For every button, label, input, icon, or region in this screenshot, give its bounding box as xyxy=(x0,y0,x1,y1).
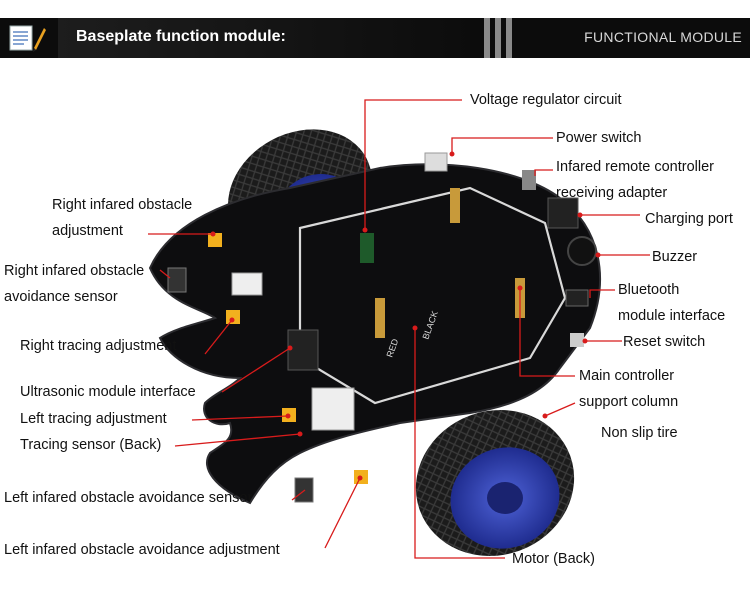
label-ir-remote-1: Infared remote controller xyxy=(556,159,714,175)
label-bluetooth-2: module interface xyxy=(618,308,726,324)
front-wheel xyxy=(415,410,575,556)
pointer-dots xyxy=(210,151,601,481)
reset-button-part xyxy=(570,333,584,347)
section-heading: FUNCTIONAL MODULE xyxy=(584,29,742,45)
label-main-controller-1: Main controller xyxy=(579,368,675,384)
support-column-3 xyxy=(450,188,460,223)
buzzer-part xyxy=(567,236,597,266)
capacitor-part xyxy=(360,233,374,263)
label-power-switch: Power switch xyxy=(556,130,642,146)
label-right-ir-adj-1: Right infared obstacle xyxy=(52,197,193,213)
header-banner: Baseplate function module: FUNCTIONAL MO… xyxy=(0,18,750,58)
chip-part xyxy=(287,329,319,371)
label-reset-switch: Reset switch xyxy=(623,334,706,350)
pointer-lines xyxy=(148,99,650,559)
bluetooth-header-part xyxy=(565,289,589,307)
label-charging-port: Charging port xyxy=(645,211,733,227)
label-motor-back: Motor (Back) xyxy=(512,551,595,567)
baseplate-board xyxy=(148,163,601,505)
label-main-controller-2: support column xyxy=(579,394,679,410)
page-title: Baseplate function module: xyxy=(76,28,286,45)
ultrasonic-header-part xyxy=(311,387,355,431)
power-switch-part xyxy=(424,152,448,172)
support-column-1 xyxy=(375,298,385,338)
connector-top-part xyxy=(231,272,263,296)
label-buzzer: Buzzer xyxy=(652,249,698,265)
label-tracing-sensor: Tracing sensor (Back) xyxy=(20,437,162,453)
label-ir-remote-2: receiving adapter xyxy=(556,185,668,201)
notepad-icon xyxy=(9,25,46,52)
ir-receiver-part xyxy=(522,170,536,190)
label-left-ir-sensor: Left infared obstacle avoidance sensor xyxy=(4,490,253,506)
right-ir-sensor-part xyxy=(167,267,187,293)
banner-stripes xyxy=(484,18,524,58)
label-right-tracing-adj: Right tracing adjustment xyxy=(20,338,177,354)
label-left-tracing-adj: Left tracing adjustment xyxy=(20,411,167,427)
label-right-ir-adj-2: adjustment xyxy=(52,223,123,239)
label-bluetooth-1: Bluetooth xyxy=(618,282,680,298)
label-right-ir-sensor-2: avoidance sensor xyxy=(4,289,118,305)
label-left-ir-adj: Left infared obstacle avoidance adjustme… xyxy=(4,542,280,558)
robot-car-photo: BLACK RED xyxy=(148,99,650,559)
label-ultrasonic: Ultrasonic module interface xyxy=(20,384,196,400)
label-voltage-regulator: Voltage regulator circuit xyxy=(470,92,622,108)
label-non-slip-tire: Non slip tire xyxy=(601,425,678,441)
charging-port-part xyxy=(547,197,579,229)
right-ir-pot xyxy=(208,233,222,247)
right-tracing-pot xyxy=(226,310,240,324)
label-right-ir-sensor-1: Right infared obstacle xyxy=(4,263,145,279)
